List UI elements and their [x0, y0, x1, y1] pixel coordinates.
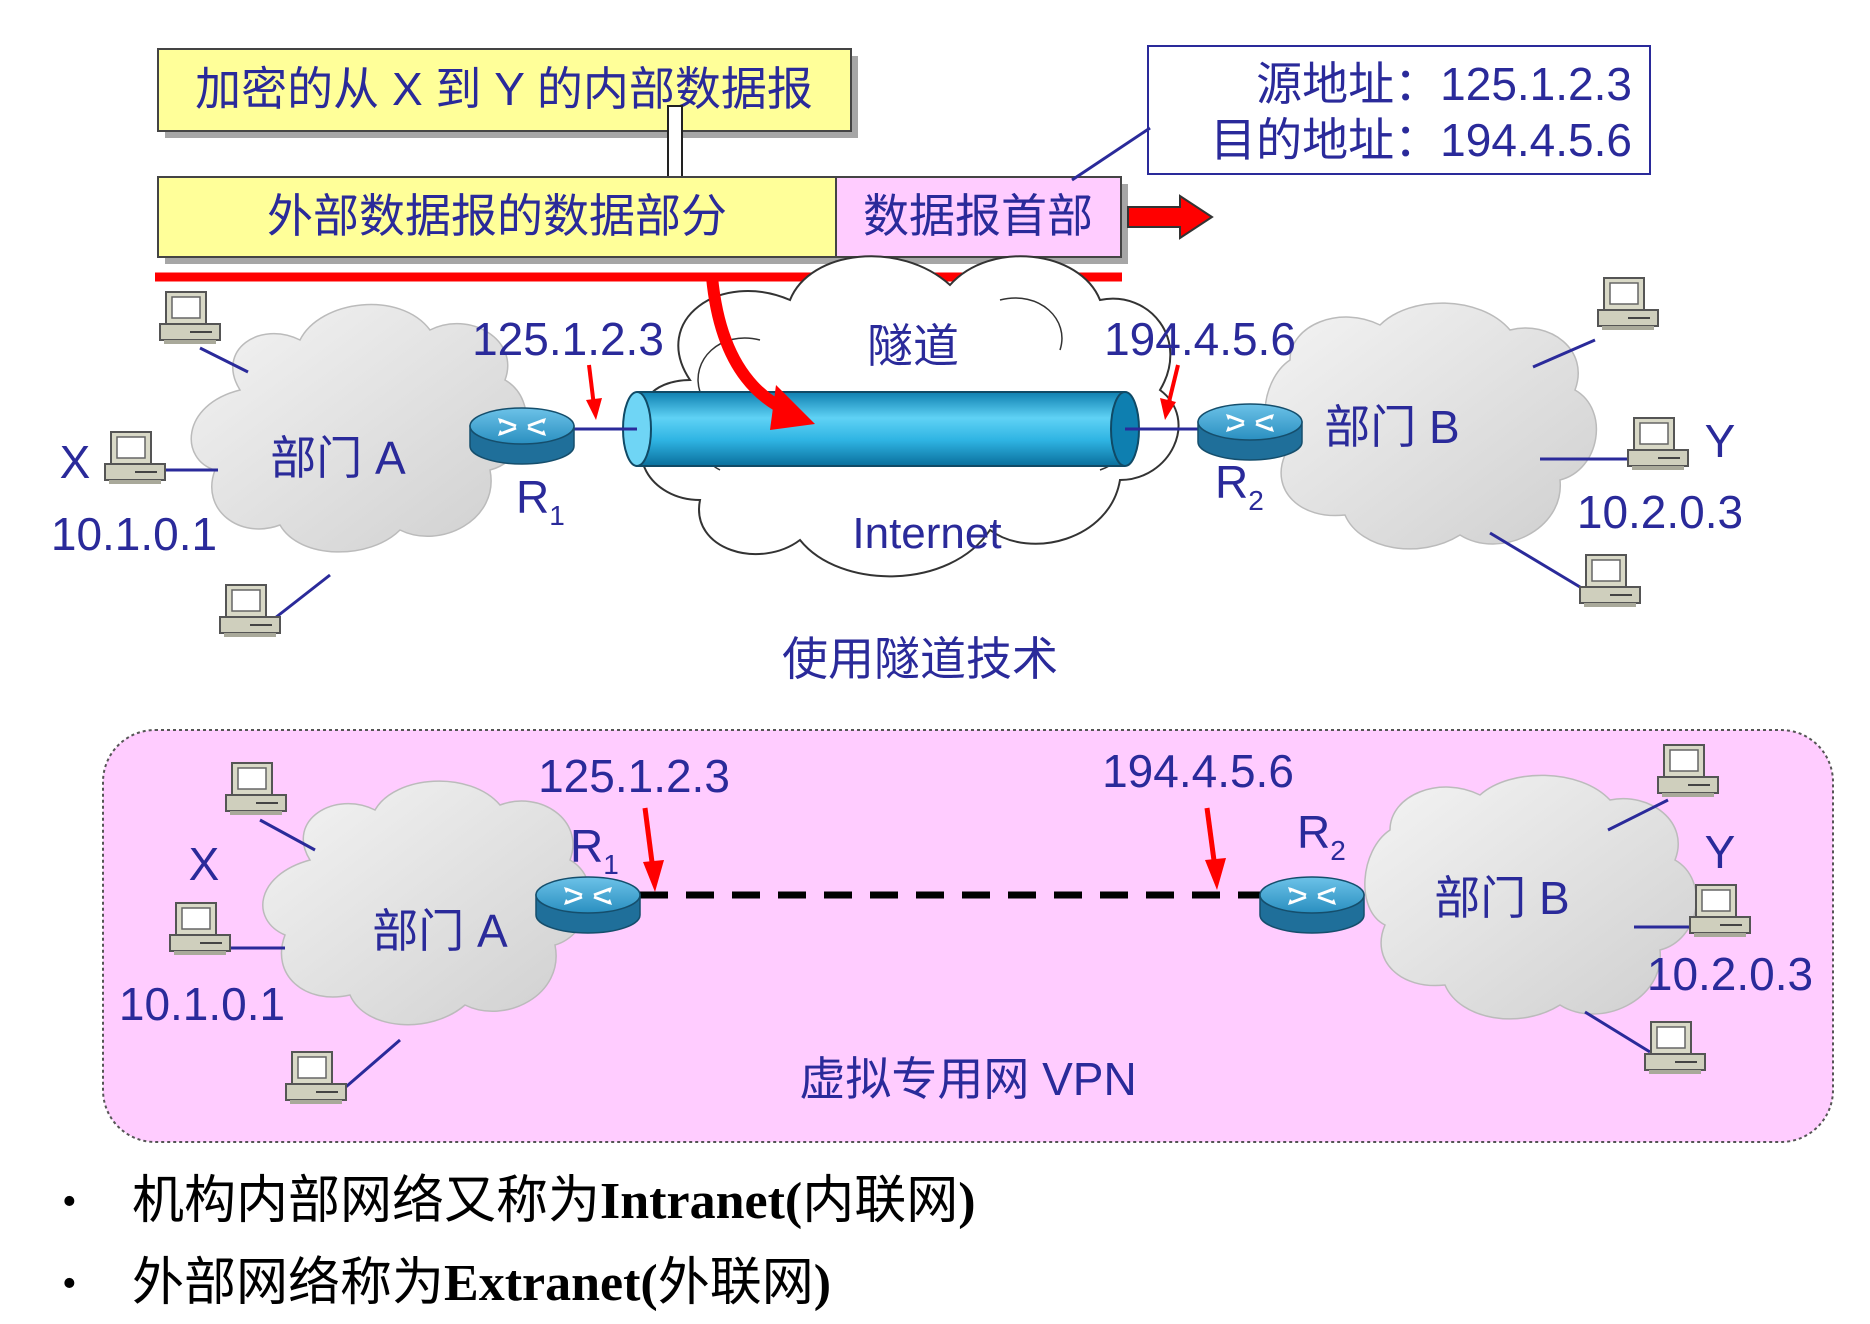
host-b3-icon — [1579, 554, 1641, 608]
vpn-host-x-ip: 10.1.0.1 — [119, 978, 285, 1030]
host-b1-icon — [1597, 277, 1659, 331]
address-callout: 源地址：125.1.2.3 目的地址：194.4.5.6 — [1071, 45, 1651, 182]
host-link — [1607, 798, 1669, 832]
header-section — [835, 176, 1122, 258]
internet-label: Internet — [852, 509, 1001, 558]
destination-address: 目的地址：194.4.5.6 — [1210, 114, 1632, 166]
host-y-ip: 10.2.0.3 — [1577, 486, 1743, 538]
dept-a-cloud: 部门 A — [190, 303, 528, 553]
r1-ip-label: 125.1.2.3 — [472, 313, 664, 365]
vpn-router-r1-icon — [534, 875, 642, 935]
host-x-ip: 10.1.0.1 — [51, 508, 217, 560]
vpn-dept-b-cloud: 部门 B — [1364, 774, 1698, 1020]
r1-label: R1 — [516, 471, 565, 531]
vpn-router-r2-icon — [1258, 875, 1366, 935]
source-address: 源地址：125.1.2.3 — [1256, 58, 1632, 110]
vpn-dept-a-cloud: 部门 A — [262, 780, 591, 1026]
bullet-list: • 机构内部网络又称为Intranet(内联网) • 外部网络称为Extrane… — [62, 1173, 976, 1312]
host-link — [1584, 1010, 1651, 1054]
r1-ip-pointer-icon — [586, 364, 602, 420]
host-link — [259, 818, 316, 852]
bullet-item: 机构内部网络又称为Intranet(内联网) — [132, 1173, 976, 1230]
r2-ip-pointer-icon — [1160, 364, 1180, 420]
outer-datagram: 外部数据报的数据部分 数据报首部 — [157, 176, 1128, 264]
r2-ip-label: 194.4.5.6 — [1104, 313, 1296, 365]
vpn-r1-ip-pointer-icon — [642, 807, 664, 892]
inner-datagram-label: 加密的从 X 到 Y 的内部数据报 — [195, 63, 813, 115]
dept-b-label: 部门 B — [1324, 401, 1459, 453]
tunnel-label: 隧道 — [867, 320, 959, 372]
host-link — [1489, 531, 1586, 592]
inner-datagram-box: 加密的从 X 到 Y 的内部数据报 — [157, 48, 858, 138]
vpn-host-y-ip: 10.2.0.3 — [1647, 948, 1813, 1000]
bullet-item: 外部网络称为Extranet(外联网) — [132, 1255, 831, 1312]
tunnel-caption: 使用隧道技术 — [782, 633, 1058, 685]
router-r2-icon — [1196, 402, 1304, 462]
vpn-dept-b-label: 部门 B — [1434, 872, 1569, 924]
tunnel-pipe — [622, 391, 1140, 467]
host-x-label: X — [60, 436, 91, 488]
forward-arrow-icon — [1127, 194, 1214, 240]
vpn-r2-label: R2 — [1297, 806, 1346, 866]
data-section-label: 外部数据报的数据部分 — [267, 190, 727, 242]
host-link — [1532, 338, 1596, 369]
host-y-label: Y — [1705, 415, 1736, 467]
vpn-host-y-label: Y — [1705, 826, 1736, 878]
into-tunnel-arrow-icon — [706, 276, 815, 430]
vpn-host-x-label: X — [189, 838, 220, 890]
host-link — [274, 573, 331, 620]
vpn-caption: 虚拟专用网 VPN — [799, 1053, 1136, 1105]
host-a1-icon — [159, 291, 221, 345]
bullet-marker: • — [62, 1261, 77, 1307]
r2-label: R2 — [1215, 456, 1264, 516]
router-r1-icon — [468, 406, 576, 466]
bullet-marker: • — [62, 1179, 77, 1225]
callout-pointer — [1071, 126, 1151, 182]
dept-a-label: 部门 A — [270, 432, 406, 484]
vpn-dept-a-label: 部门 A — [372, 905, 508, 957]
host-x-icon — [104, 431, 166, 485]
host-link — [339, 1038, 401, 1094]
host-link — [199, 346, 249, 374]
vpn-r2-ip-label: 194.4.5.6 — [1102, 745, 1294, 797]
host-a3-icon — [219, 584, 281, 638]
vpn-r2-ip-pointer-icon — [1204, 807, 1226, 890]
header-section-label: 数据报首部 — [863, 190, 1093, 242]
dept-b-cloud: 部门 B — [1264, 302, 1598, 550]
vpn-r1-ip-label: 125.1.2.3 — [538, 750, 730, 802]
data-section — [157, 176, 837, 258]
vpn-r1-label: R1 — [570, 820, 619, 880]
host-y-icon — [1627, 417, 1689, 471]
